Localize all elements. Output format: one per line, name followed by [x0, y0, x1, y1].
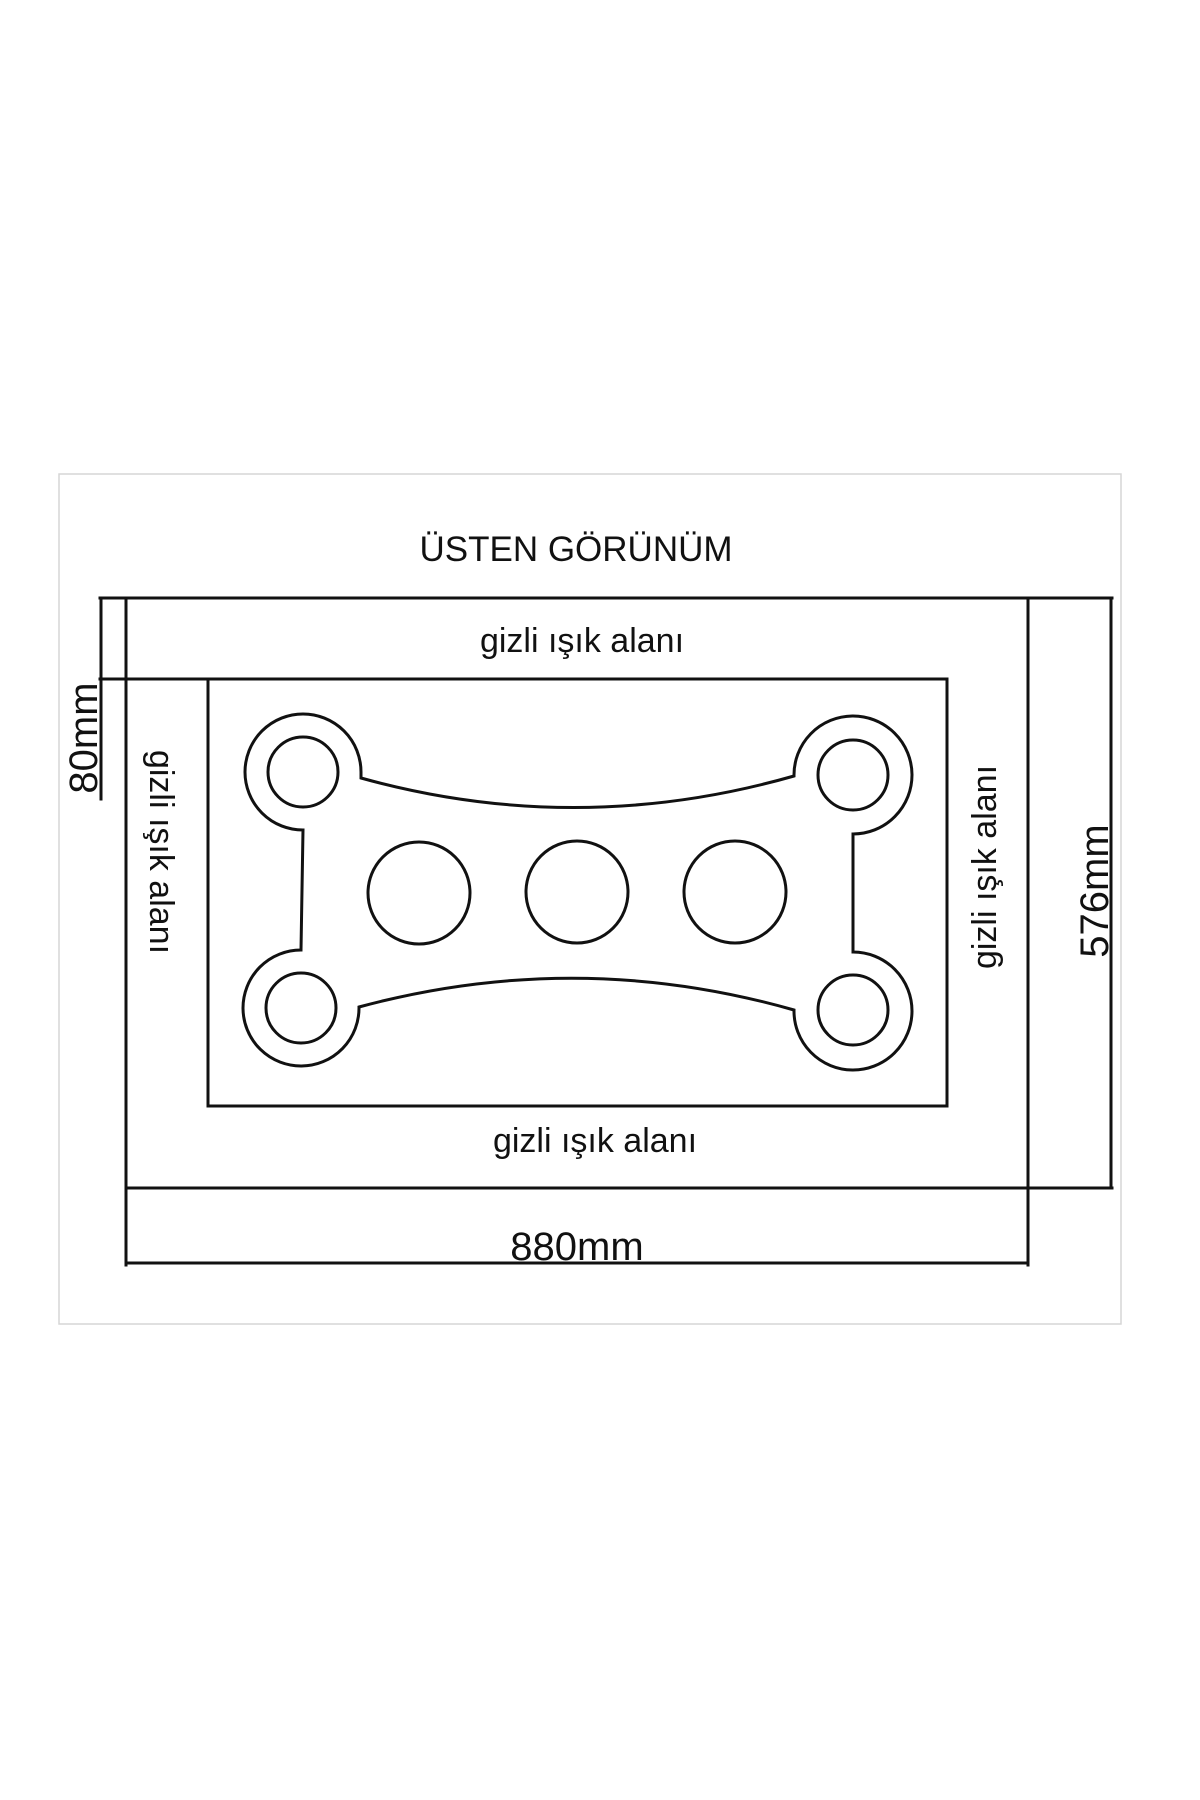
drawing-title: ÜSTEN GÖRÜNÜM	[419, 530, 733, 569]
outer-panel	[98, 596, 1114, 1267]
lobe-circle-bottom-right	[816, 973, 890, 1047]
bottom-light-area-label: gizli ışık alanı	[492, 1122, 698, 1160]
center-circle-right	[682, 839, 788, 945]
width-dimension-label: 880mm	[510, 1225, 644, 1269]
border-dimension-label: 80mm	[62, 682, 106, 794]
center-circle-middle	[524, 839, 630, 945]
decorative-cutout-outline	[241, 712, 914, 1072]
left-light-area-label: gizli ışık alanı	[142, 749, 180, 955]
lobe-circle-bottom-left	[264, 971, 338, 1045]
lobe-circle-top-right	[816, 738, 890, 812]
right-light-area-label: gizli ışık alanı	[966, 764, 1004, 970]
inner-panel	[206, 677, 949, 1108]
lobe-circle-top-left	[266, 735, 340, 809]
depth-dimension-label: 576mm	[1073, 824, 1117, 958]
center-circle-left	[366, 840, 472, 946]
dimension-lines	[98, 596, 1113, 1265]
top-light-area-label: gizli ışık alanı	[479, 622, 685, 660]
drawing-frame	[58, 473, 1122, 1325]
